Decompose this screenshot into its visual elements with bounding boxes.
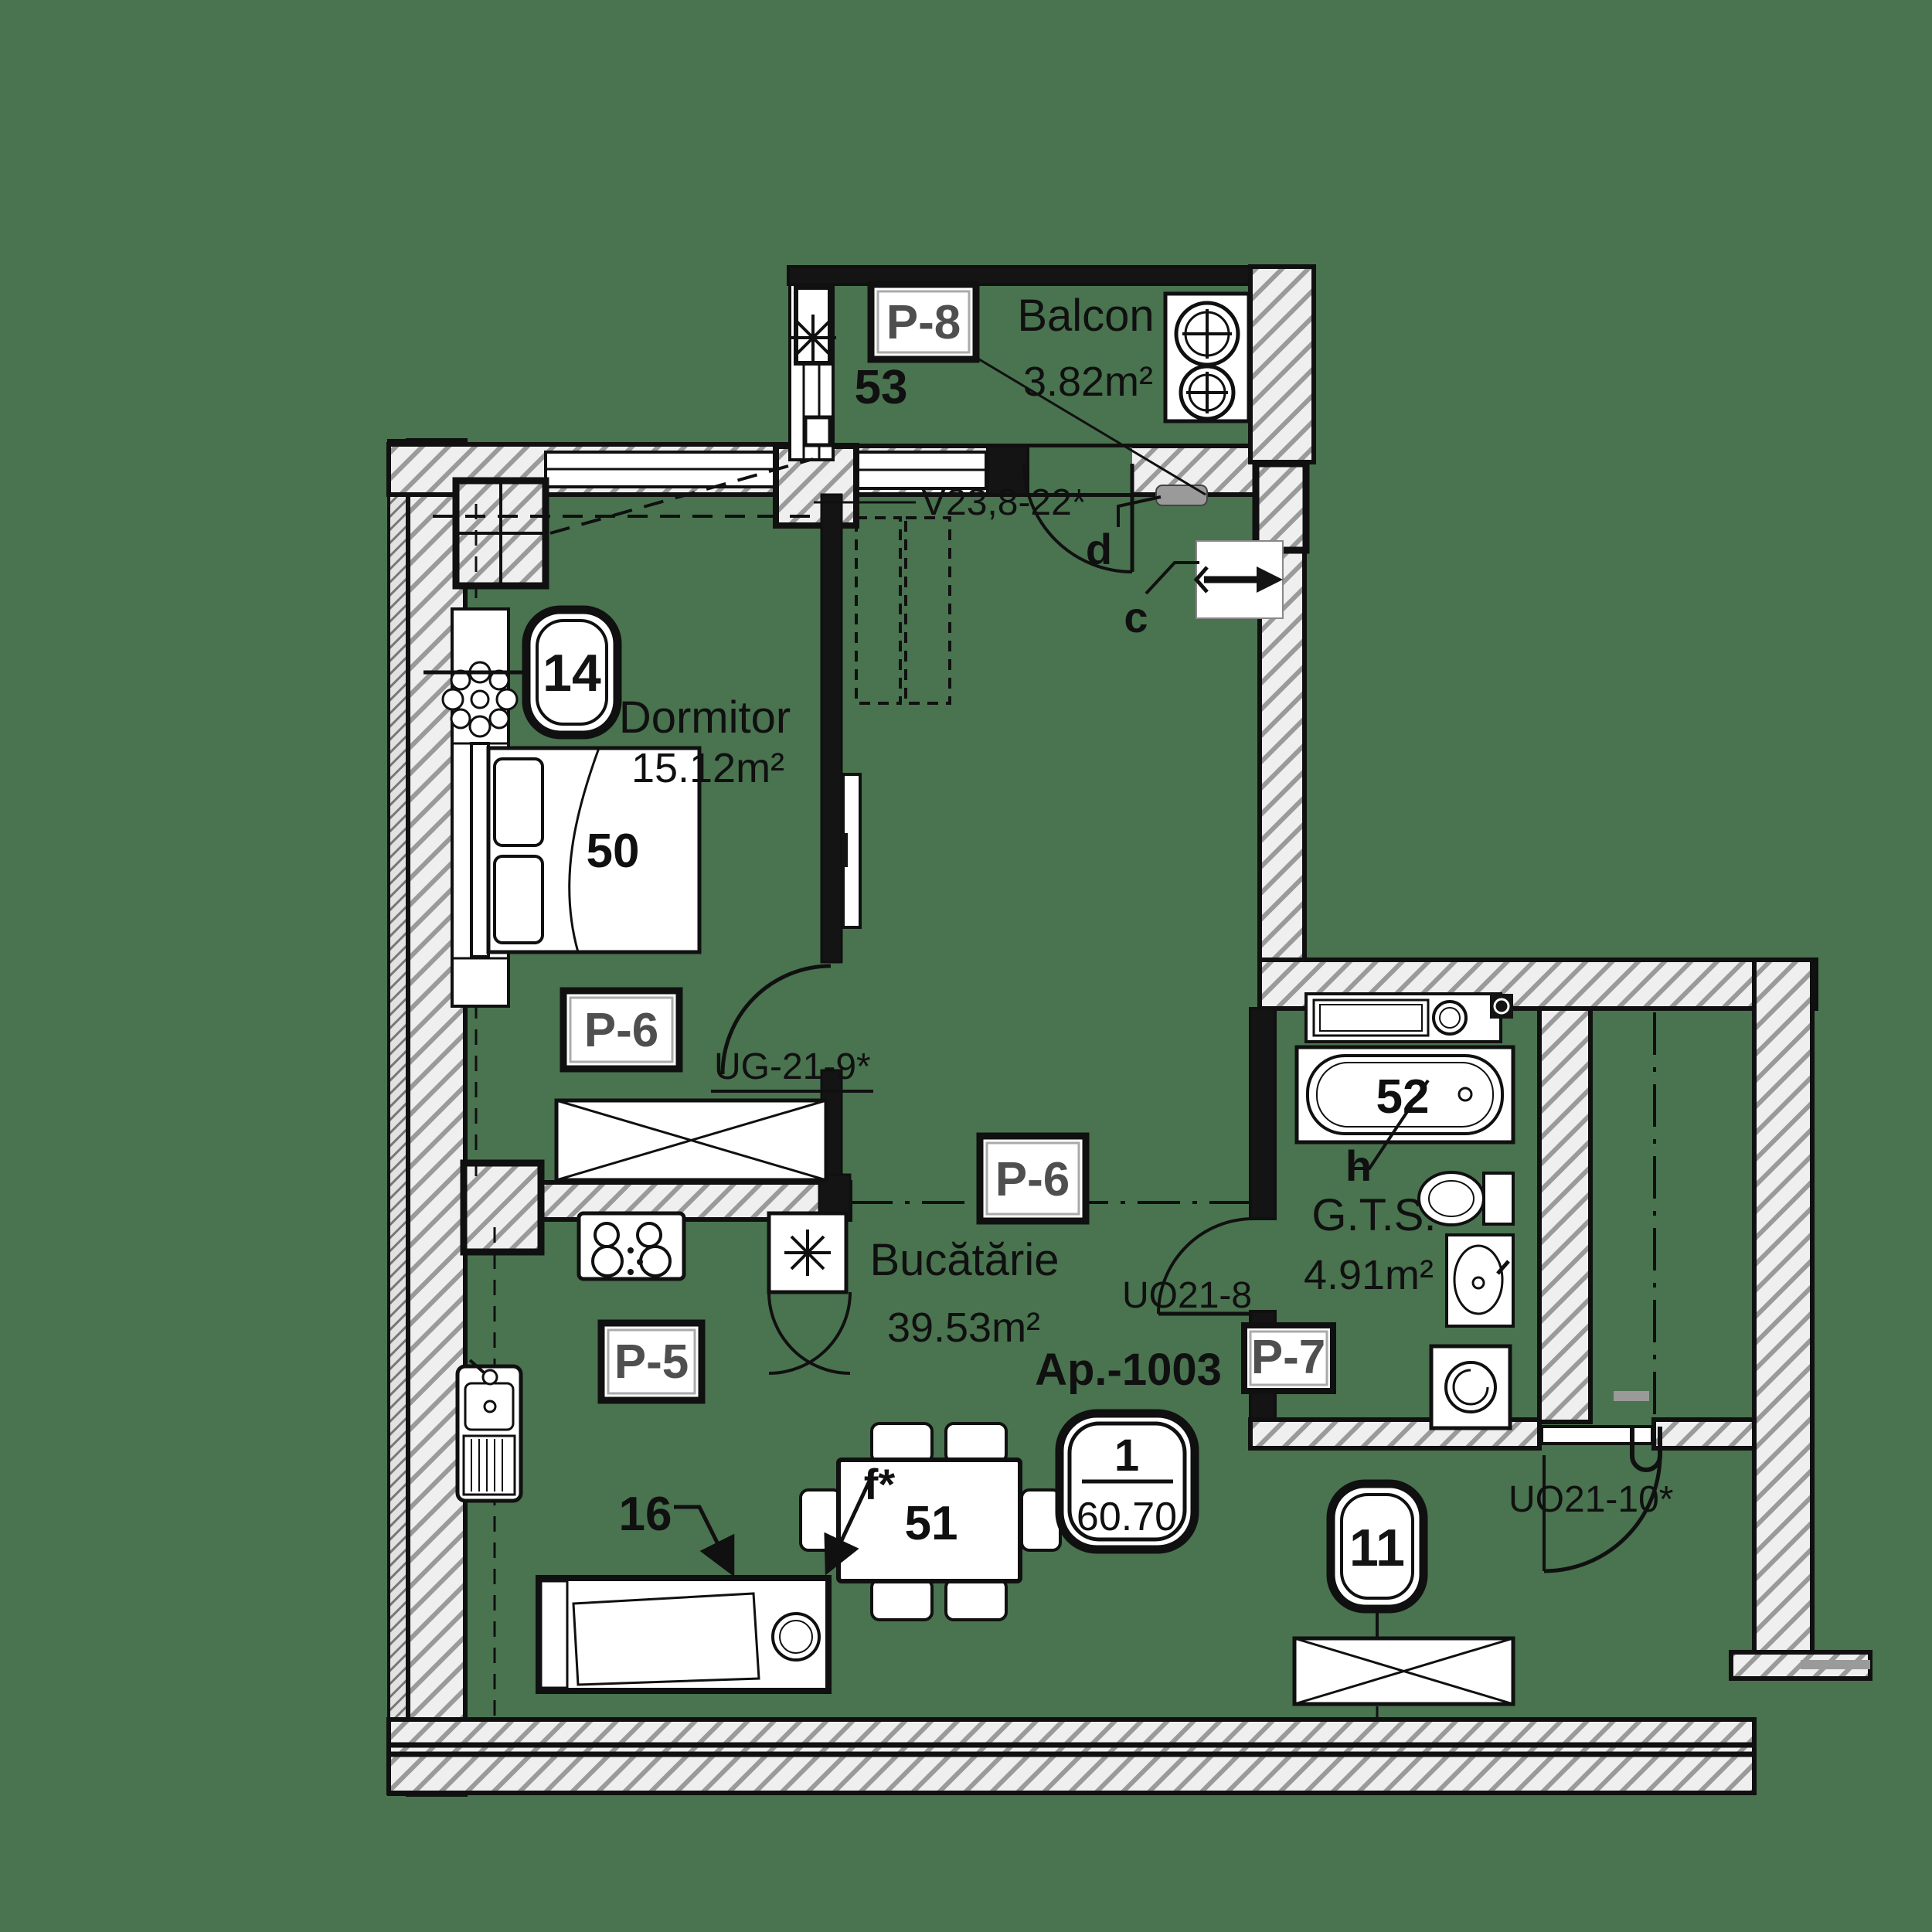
bathroom-name: G.T.S. — [1311, 1190, 1436, 1240]
kitchen-sink — [455, 1359, 523, 1503]
wall-left-trim — [387, 439, 410, 1796]
door-closer-icon — [1630, 1427, 1662, 1472]
bedroom-name: Dormitor — [619, 692, 791, 743]
apartment-badge: 1 60.70 — [1055, 1409, 1199, 1554]
bath-sink — [1445, 1233, 1515, 1328]
finish-badge-living-label: P-6 — [995, 1153, 1070, 1206]
washing-machine — [1429, 1344, 1512, 1430]
tub-mark-h: h — [1345, 1141, 1372, 1190]
apartment-unit-number: 1 — [1114, 1430, 1139, 1481]
bathtub — [1294, 1045, 1515, 1145]
apartment-label: Ap.-1003 — [1035, 1345, 1222, 1395]
kitchen-column — [460, 1159, 545, 1256]
apartment-total-area: 60.70 — [1077, 1495, 1177, 1539]
finish-badge-kitchen: P-5 — [597, 1319, 706, 1404]
entrance-door-swing — [1543, 1454, 1662, 1573]
finish-badge-living: P-6 — [976, 1132, 1090, 1225]
balcony-name: Balcon — [1017, 291, 1154, 341]
dining-set — [799, 1422, 1062, 1621]
doors — [711, 463, 1662, 1573]
fridge-door-swing — [767, 1291, 851, 1375]
finish-badge-balcony-label: P-8 — [886, 296, 961, 349]
vent-grille — [1155, 485, 1208, 506]
axis-badge-11-label: 11 — [1349, 1519, 1405, 1577]
exit-arrow-icon — [1193, 540, 1284, 619]
slab-diagonal-dashed — [549, 457, 814, 535]
entrance-door-label: UO21-10* — [1509, 1479, 1673, 1520]
tub-leader — [1349, 1079, 1430, 1170]
dining-table — [836, 1458, 1022, 1583]
leaders — [423, 355, 1430, 1638]
snowflake-icon — [790, 315, 836, 361]
labels: Balcon 3.82m² 53 V23,8-22* Dormitor 15.1… — [587, 291, 1674, 1550]
balcony-door-swing — [1022, 463, 1133, 573]
balcony-right-wall — [1248, 264, 1316, 464]
stub-ledge — [1801, 1660, 1870, 1669]
living-window-label: V23,8-22* — [921, 482, 1087, 523]
finish-badge-bedroom: P-6 — [560, 987, 683, 1073]
tv — [842, 773, 862, 929]
hall-cabinet — [1292, 1636, 1515, 1706]
axis-badge-14-label: 14 — [543, 644, 601, 702]
bed — [470, 742, 702, 958]
finish-badge-bathroom: P-7 — [1241, 1322, 1336, 1394]
wall-gts-west-upper — [1249, 1007, 1277, 1220]
bed-item-50: 50 — [587, 825, 640, 878]
finish-badge-balcony: P-8 — [867, 281, 980, 363]
bathroom-door-label: UO21-8 — [1122, 1275, 1252, 1316]
tub-item-52: 52 — [1376, 1070, 1430, 1124]
bathroom-area: 4.91m² — [1304, 1252, 1434, 1298]
kitchen-name: Bucătărie — [869, 1235, 1059, 1285]
fridge — [767, 1211, 849, 1294]
table-item-51: 51 — [905, 1497, 958, 1550]
balcony-top-wall — [787, 265, 1284, 286]
bedroom-door-swing — [720, 964, 832, 1075]
entry-ledge — [1614, 1391, 1649, 1401]
vent-mark-c: c — [1124, 593, 1148, 641]
wardrobe — [554, 1098, 828, 1182]
wall-outer-east — [1752, 957, 1815, 1681]
sofa-leader-f — [824, 1475, 874, 1576]
wall-gts-south — [1248, 1417, 1542, 1451]
sofa-leader-16 — [674, 1505, 735, 1577]
gts-counter — [1304, 992, 1513, 1043]
fridge-star-icon — [784, 1230, 831, 1276]
finish-badge-bedroom-label: P-6 — [584, 1004, 658, 1057]
sofa — [536, 1575, 832, 1694]
balcony-door-gap — [1029, 447, 1132, 493]
gts-door-swing — [1157, 1217, 1254, 1315]
axis-badge-11: 11 — [1326, 1479, 1428, 1614]
toilet — [1417, 1171, 1515, 1226]
bedroom-area: 15.12m² — [631, 745, 784, 791]
sofa-item-16: 16 — [619, 1488, 672, 1541]
radiator — [855, 516, 951, 705]
entrance-door-panel — [1540, 1425, 1654, 1445]
p8-leader — [975, 355, 1206, 496]
axis-badge-14: 14 — [522, 605, 622, 740]
kitchen-area: 39.53m² — [887, 1304, 1040, 1351]
wall-entry-stub — [1651, 1417, 1757, 1451]
finish-badge-bathroom-label: P-7 — [1251, 1331, 1325, 1384]
c-leader — [1145, 561, 1199, 595]
balcony-area: 3.82m² — [1023, 359, 1153, 405]
corner-column-ne — [1252, 460, 1310, 554]
finish-badge-kitchen-label: P-5 — [614, 1335, 689, 1389]
wall-block — [986, 444, 1029, 496]
table-mark-f: f* — [864, 1460, 896, 1509]
plant-icon — [441, 661, 519, 738]
partition-upper — [820, 493, 843, 964]
bedroom-door-label: UG-21-9* — [714, 1046, 871, 1087]
fixtures — [441, 291, 1870, 1706]
wall-gts-east — [1537, 1006, 1593, 1424]
balcony-item-53: 53 — [855, 361, 908, 414]
stove — [577, 1211, 686, 1281]
fridge-door-swing-2 — [768, 1291, 852, 1375]
d-leader — [1117, 495, 1162, 527]
balcony-small-box — [803, 415, 832, 447]
badges: P-8 P-6 P-6 P-5 P-7 14 — [522, 281, 1428, 1614]
balcony-units — [1163, 291, 1251, 423]
door-mark-d: d — [1086, 525, 1112, 573]
